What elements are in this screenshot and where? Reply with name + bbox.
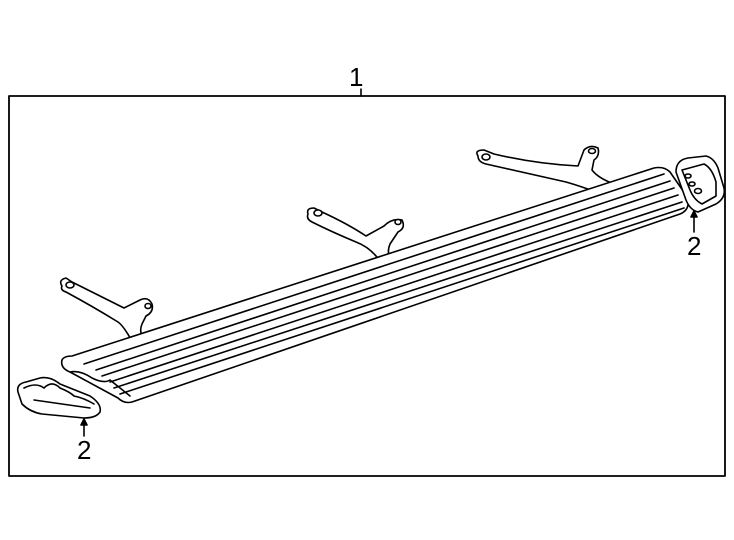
bracket-middle bbox=[306, 207, 405, 265]
assembly-frame bbox=[8, 95, 726, 477]
bracket-left bbox=[59, 277, 154, 346]
running-board bbox=[60, 166, 690, 404]
end-cap-rear bbox=[675, 155, 726, 233]
callout-1: 1 bbox=[349, 62, 364, 92]
callout-2-rear: 2 bbox=[687, 231, 702, 261]
callout-2-front: 2 bbox=[77, 435, 92, 465]
end-cap-front bbox=[16, 376, 102, 437]
bracket-right bbox=[476, 145, 615, 193]
